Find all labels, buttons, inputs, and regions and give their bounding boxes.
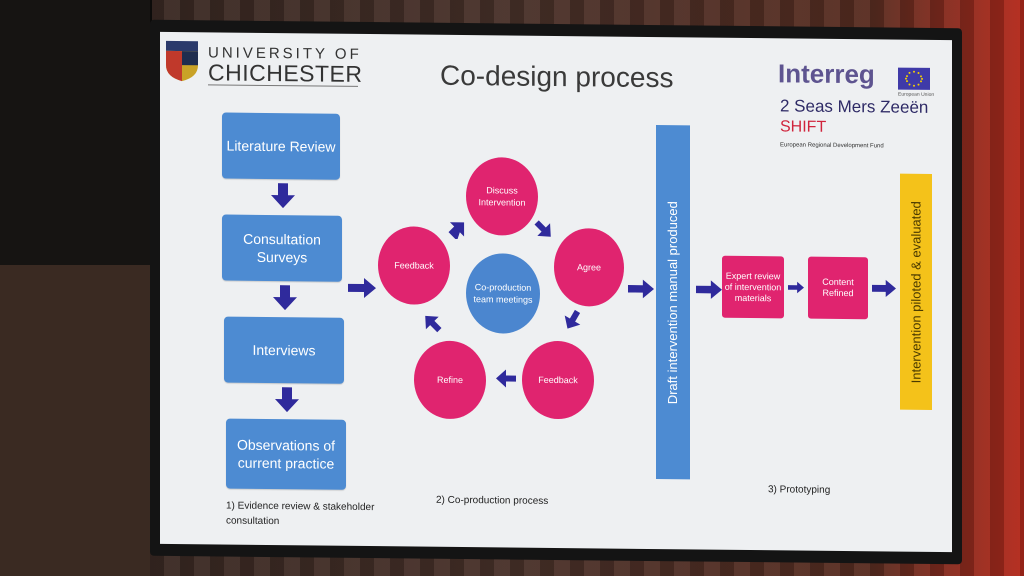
speaker: [0, 0, 152, 265]
arrow-down-left-icon: [564, 309, 581, 329]
arrow-right-icon: [696, 280, 722, 299]
arrow-left-icon: [496, 369, 516, 388]
bar-piloted-evaluated: Intervention piloted & evaluated: [900, 173, 932, 410]
circle-refine: Refine: [414, 340, 486, 420]
university-crest-icon: [166, 40, 198, 82]
step-consultation-surveys: Consultation Surveys: [222, 214, 342, 282]
caption-evidence: 1) Evidence review & stakeholder consult…: [226, 500, 375, 528]
arrow-down-icon: [271, 183, 295, 209]
caption-coproduction: 2) Co-production process: [436, 494, 549, 507]
arrow-right-icon: [348, 277, 376, 298]
bar-draft-manual-label: Draft intervention manual produced: [665, 200, 681, 404]
circle-coproduction-meetings: Co-production team meetings: [466, 253, 540, 334]
box-expert-review: Expert review of intervention materials: [722, 255, 784, 319]
arrow-up-right-icon: [448, 222, 465, 240]
box-content-refined: Content Refined: [808, 256, 868, 320]
speaker-stand: [0, 265, 150, 576]
slide-screen: UNIVERSITY OF CHICHESTER Co-design proce…: [160, 31, 952, 553]
circle-feedback-right: Feedback: [522, 340, 594, 420]
arrow-down-icon: [275, 387, 299, 413]
step-interviews: Interviews: [224, 316, 344, 384]
bar-draft-manual: Draft intervention manual produced: [656, 125, 690, 480]
eu-flag-icon: [898, 67, 930, 90]
step-literature-review: Literature Review: [222, 112, 340, 180]
interreg-logo-text: Interreg: [778, 58, 875, 90]
arrow-right-icon: [788, 281, 804, 294]
slide-title: Co-design process: [440, 59, 674, 94]
arrow-right-icon: [872, 279, 896, 298]
circle-discuss-intervention: Discuss Intervention: [466, 157, 538, 236]
caption-prototyping: 3) Prototyping: [768, 484, 831, 496]
circle-feedback-left: Feedback: [378, 226, 450, 305]
fund-name: European Regional Development Fund: [780, 142, 884, 150]
arrow-down-right-icon: [534, 220, 551, 237]
arrow-right-icon: [628, 279, 654, 299]
arrow-down-icon: [273, 285, 297, 311]
program-name: 2 Seas Mers Zeeën: [780, 96, 929, 117]
step-observations: Observations of current practice: [226, 418, 346, 490]
project-name: SHIFT: [780, 118, 827, 136]
circle-agree: Agree: [554, 227, 624, 307]
bar-piloted-evaluated-label: Intervention piloted & evaluated: [908, 200, 924, 383]
arrow-up-left-icon: [425, 315, 442, 333]
